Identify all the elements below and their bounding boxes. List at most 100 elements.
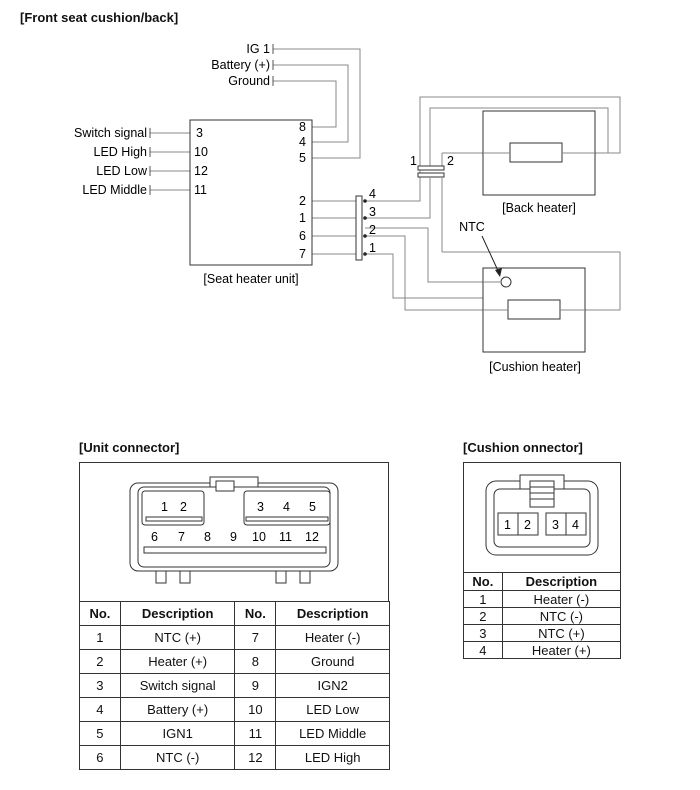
cell-description: NTC (-) (501, 607, 622, 625)
unit-face-pin: 12 (305, 530, 319, 544)
cell-description: Battery (+) (119, 697, 236, 722)
wiring-diagram: IG 1 Battery (+) Ground Switch signal LE… (74, 42, 621, 374)
back-heater-element (509, 142, 563, 163)
connector-pin: 3 (369, 205, 376, 219)
cell-no: 3 (79, 673, 121, 698)
cell-no: 1 (79, 625, 121, 650)
cell-description: Heater (+) (119, 649, 236, 674)
back-connector-pin: 2 (447, 154, 454, 168)
cell-no: 1 (463, 590, 503, 608)
unit-face-pin: 5 (309, 500, 316, 514)
cushion-connector-table: No. Description 1 Heater (-) 2 NTC (-) 3… (463, 572, 622, 659)
unit-face-pin: 3 (257, 500, 264, 514)
cell-description: IGN1 (119, 721, 236, 746)
column-header: No. (463, 572, 503, 591)
unit-pin: 3 (196, 126, 203, 140)
ntc-sensor (500, 276, 512, 288)
unit-pin: 4 (299, 135, 306, 149)
unit-pin: 12 (194, 164, 208, 178)
table-row: 3 NTC (+) (463, 624, 622, 642)
cushion-face-pin: 1 (504, 518, 511, 532)
cell-no: 3 (463, 624, 503, 642)
cushion-face-pin: 4 (572, 518, 579, 532)
input-label-battery: Battery (+) (211, 58, 270, 72)
cell-no: 4 (463, 641, 503, 659)
cushion-face-pin: 2 (524, 518, 531, 532)
cell-description: Ground (275, 649, 390, 674)
connector-pin: 4 (369, 187, 376, 201)
table-row: 2 NTC (-) (463, 607, 622, 625)
seat-heater-unit (189, 119, 313, 266)
unit-face-pin: 8 (204, 530, 211, 544)
cell-no: 7 (234, 625, 277, 650)
cell-description: Heater (+) (501, 641, 622, 659)
unit-face-pin: 9 (230, 530, 237, 544)
input-label-ground: Ground (228, 74, 270, 88)
cell-description: Heater (-) (501, 590, 622, 608)
harness-connector (355, 195, 363, 261)
unit-connector-table: No. Description No. Description 1 NTC (+… (79, 601, 390, 770)
unit-face-pin: 10 (252, 530, 266, 544)
unit-pin: 1 (299, 211, 306, 225)
cell-description: LED High (275, 745, 390, 770)
cell-description: LED Low (275, 697, 390, 722)
cell-no: 2 (463, 607, 503, 625)
unit-pin: 8 (299, 120, 306, 134)
table-row: 4 Battery (+) 10 LED Low (79, 697, 390, 722)
unit-pin: 7 (299, 247, 306, 261)
cell-no: 12 (234, 745, 277, 770)
cell-description: Switch signal (119, 673, 236, 698)
unit-pin: 6 (299, 229, 306, 243)
cell-no: 10 (234, 697, 277, 722)
back-connector-pin: 1 (410, 154, 417, 168)
cell-no: 6 (79, 745, 121, 770)
cushion-heater-label: [Cushion heater] (489, 360, 581, 374)
back-heater-label: [Back heater] (502, 201, 576, 215)
cell-description: NTC (+) (501, 624, 622, 642)
column-header: Description (275, 601, 390, 626)
cell-no: 9 (234, 673, 277, 698)
diagram-title: [Front seat cushion/back] (20, 10, 179, 25)
unit-face-pin: 1 (161, 500, 168, 514)
table-row: 1 Heater (-) (463, 590, 622, 608)
cell-description: LED Middle (275, 721, 390, 746)
unit-connector-title: [Unit connector] (79, 440, 180, 455)
column-header: No. (234, 601, 277, 626)
unit-pin: 11 (194, 183, 207, 197)
cell-no: 8 (234, 649, 277, 674)
cushion-connector-title: [Cushion onnector] (463, 440, 583, 455)
column-header: Description (119, 601, 236, 626)
table-row: 1 NTC (+) 7 Heater (-) (79, 625, 390, 650)
unit-pin: 2 (299, 194, 306, 208)
ntc-label: NTC (459, 220, 485, 234)
unit-face-pin: 2 (180, 500, 187, 514)
cushion-heater-element (507, 299, 561, 320)
input-label-ig1: IG 1 (246, 42, 270, 56)
column-header: Description (501, 572, 622, 591)
cell-description: IGN2 (275, 673, 390, 698)
input-label-led-middle: LED Middle (82, 183, 147, 197)
cell-no: 11 (234, 721, 277, 746)
table-row: 4 Heater (+) (463, 641, 622, 659)
unit-connector-face: 1 2 3 4 5 6 7 8 9 10 11 12 (79, 462, 389, 602)
cell-no: 2 (79, 649, 121, 674)
input-label-switch-signal: Switch signal (74, 126, 147, 140)
table-row: 6 NTC (-) 12 LED High (79, 745, 390, 770)
column-header: No. (79, 601, 121, 626)
unit-face-pin: 4 (283, 500, 290, 514)
table-row: 2 Heater (+) 8 Ground (79, 649, 390, 674)
connector-pin: 2 (369, 223, 376, 237)
unit-face-pin: 11 (279, 530, 292, 544)
connector-pin: 1 (369, 241, 376, 255)
unit-pin: 10 (194, 145, 208, 159)
cell-description: NTC (+) (119, 625, 236, 650)
cell-no: 4 (79, 697, 121, 722)
table-row: 5 IGN1 11 LED Middle (79, 721, 390, 746)
cell-description: Heater (-) (275, 625, 390, 650)
unit-pin: 5 (299, 151, 306, 165)
unit-face-pin: 7 (178, 530, 185, 544)
cushion-connector-face: 1 2 3 4 (463, 462, 621, 573)
input-label-led-low: LED Low (96, 164, 148, 178)
table-row: 3 Switch signal 9 IGN2 (79, 673, 390, 698)
cushion-face-pin: 3 (552, 518, 559, 532)
